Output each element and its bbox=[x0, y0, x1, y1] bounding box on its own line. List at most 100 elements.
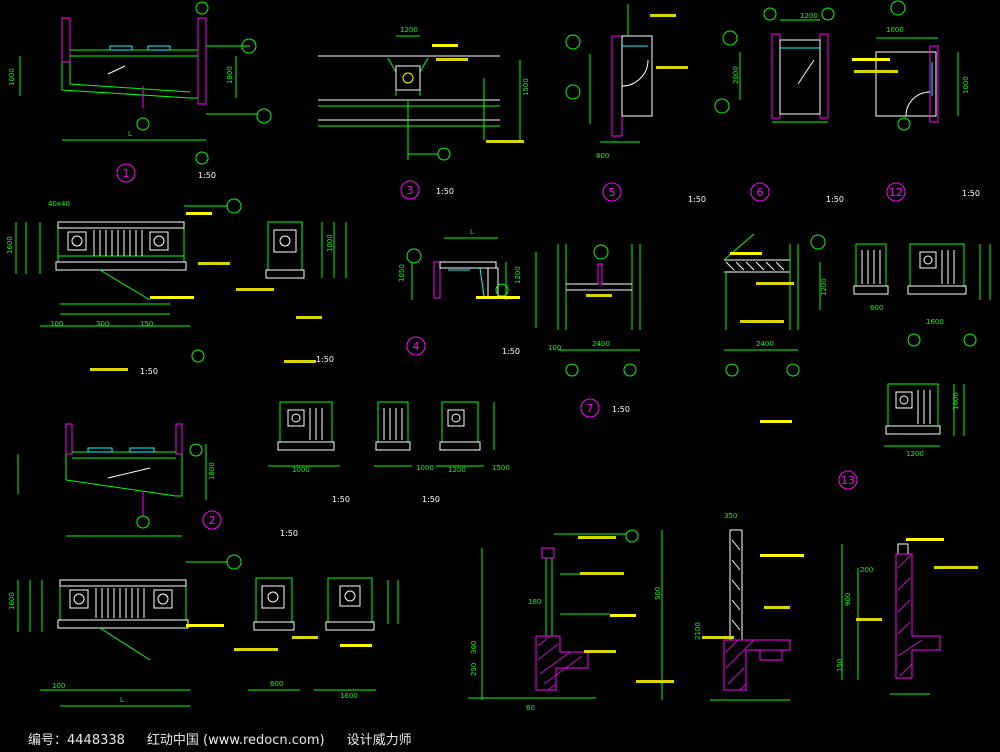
dimension-label: 1600 bbox=[340, 692, 358, 700]
detail-marker-number: 2 bbox=[209, 514, 216, 527]
annotation-note-mark bbox=[584, 650, 616, 653]
annotation-note-mark bbox=[90, 368, 128, 371]
detail-7-section bbox=[535, 244, 641, 377]
detail-marker-circle bbox=[580, 398, 600, 418]
dimension-label: 1000 bbox=[962, 76, 970, 94]
annotation-note-mark bbox=[856, 618, 882, 621]
dimension-label: 2400 bbox=[592, 340, 610, 348]
dimension-label: 1500 bbox=[492, 464, 510, 472]
annotation-note-mark bbox=[756, 282, 794, 285]
detail-5-plan bbox=[565, 4, 653, 143]
scale-label: 1:50 bbox=[826, 195, 844, 204]
detail-marker-number: 6 bbox=[757, 186, 764, 199]
dimension-label: 2400 bbox=[756, 340, 774, 348]
dimension-label: 1500 bbox=[522, 78, 530, 96]
annotation-note-mark bbox=[760, 420, 792, 423]
dimension-label: 180 bbox=[528, 598, 541, 606]
annotation-note-mark bbox=[198, 262, 230, 265]
annotation-note-mark bbox=[340, 644, 372, 647]
dimension-label: 100 bbox=[548, 344, 561, 352]
annotation-note-mark bbox=[578, 536, 616, 539]
dimension-label: 600 bbox=[270, 680, 283, 688]
annotation-note-mark bbox=[906, 538, 944, 541]
detail-12-plan bbox=[875, 0, 959, 131]
annotation-note-mark bbox=[486, 140, 524, 143]
detail-7-stair-section bbox=[723, 233, 826, 377]
dimension-label: 2100 bbox=[694, 622, 702, 640]
footer-designer: 设计威力师 bbox=[346, 732, 412, 748]
dimension-label: 300 bbox=[470, 641, 478, 654]
dimension-label: 200 bbox=[860, 566, 873, 574]
dimension-label: 100 bbox=[50, 320, 63, 328]
detail-marker-circle bbox=[406, 336, 426, 356]
scale-label: 1:50 bbox=[502, 347, 520, 356]
dimension-label: 40x40 bbox=[48, 200, 70, 208]
annotation-note-mark bbox=[610, 614, 636, 617]
dimension-label: 1000 bbox=[292, 466, 310, 474]
dimension-label: 1000 bbox=[326, 234, 334, 252]
dimension-label: 150 bbox=[836, 659, 844, 672]
dimension-label: L bbox=[470, 228, 474, 236]
scale-label: 1:50 bbox=[140, 367, 158, 376]
annotation-note-mark bbox=[292, 636, 318, 639]
annotation-note-mark bbox=[702, 636, 734, 639]
detail-marker-number: 4 bbox=[413, 340, 420, 353]
detail-marker-circle bbox=[750, 182, 770, 202]
scale-label: 1:50 bbox=[422, 495, 440, 504]
dimension-label: 1000 bbox=[416, 464, 434, 472]
scale-label: 1:50 bbox=[332, 495, 350, 504]
detail-marker-circle bbox=[400, 180, 420, 200]
detail-marker-circle bbox=[202, 510, 222, 530]
detail-6-elevation bbox=[853, 243, 991, 347]
detail-marker-number: 12 bbox=[889, 186, 903, 199]
dimension-label: 1000 bbox=[952, 392, 960, 410]
detail-6-plan bbox=[714, 7, 835, 123]
annotation-note-mark bbox=[432, 44, 458, 47]
dimension-label: 1200 bbox=[800, 12, 818, 20]
dimension-label: 1200 bbox=[400, 26, 418, 34]
annotation-note-mark bbox=[740, 320, 784, 323]
detail-2-elevation bbox=[17, 554, 399, 707]
dimension-label: 600 bbox=[870, 304, 883, 312]
dimension-label: 1600 bbox=[8, 592, 16, 610]
dimension-label: 1000 bbox=[886, 26, 904, 34]
annotation-note-mark bbox=[650, 14, 676, 17]
dimension-label: 500 bbox=[654, 587, 662, 600]
annotation-note-mark bbox=[580, 572, 624, 575]
dimension-label: 2000 bbox=[732, 66, 740, 84]
detail-1-plan bbox=[19, 1, 272, 165]
annotation-note-mark bbox=[852, 58, 890, 61]
annotation-note-mark bbox=[186, 212, 212, 215]
scale-label: 1:50 bbox=[198, 171, 216, 180]
detail-marker-circle bbox=[838, 470, 858, 490]
annotation-note-mark bbox=[760, 554, 804, 557]
cad-drawing-sheet: 123456712131:501:501:501:501:501:501:501… bbox=[6, 0, 991, 712]
dimension-label: 100 bbox=[52, 682, 65, 690]
footer-site: 红动中国 (www.redocn.com) bbox=[146, 732, 325, 748]
annotation-note-mark bbox=[586, 294, 612, 297]
dimension-label: 300 bbox=[96, 320, 109, 328]
footer-serial: 编号：4448338 bbox=[28, 732, 125, 748]
annotation-note-mark bbox=[436, 58, 468, 61]
dimension-label: 250 bbox=[470, 663, 478, 676]
annotation-note-mark bbox=[764, 606, 790, 609]
footer-bar: 编号：4448338 红动中国 (www.redocn.com) 设计威力师 bbox=[0, 724, 1000, 752]
annotation-note-mark bbox=[296, 316, 322, 319]
annotation-note-mark bbox=[234, 648, 278, 651]
detail-marker-circle bbox=[886, 182, 906, 202]
detail-marker-circle bbox=[116, 163, 136, 183]
dimension-label: 1200 bbox=[820, 278, 828, 296]
annotation-note-mark bbox=[150, 296, 194, 299]
detail-marker-number: 3 bbox=[407, 184, 414, 197]
dimension-label: 900 bbox=[844, 593, 852, 606]
annotation-note-mark bbox=[934, 566, 978, 569]
detail-3-elevations bbox=[268, 401, 495, 467]
scale-label: 1:50 bbox=[316, 355, 334, 364]
detail-marker-number: 5 bbox=[609, 186, 616, 199]
detail-2-plan bbox=[17, 423, 207, 537]
annotation-note-mark bbox=[656, 66, 688, 69]
dimension-label: 1800 bbox=[226, 66, 234, 84]
detail-marker-number: 7 bbox=[587, 402, 594, 415]
scale-label: 1:50 bbox=[436, 187, 454, 196]
detail-marker-number: 1 bbox=[123, 167, 130, 180]
